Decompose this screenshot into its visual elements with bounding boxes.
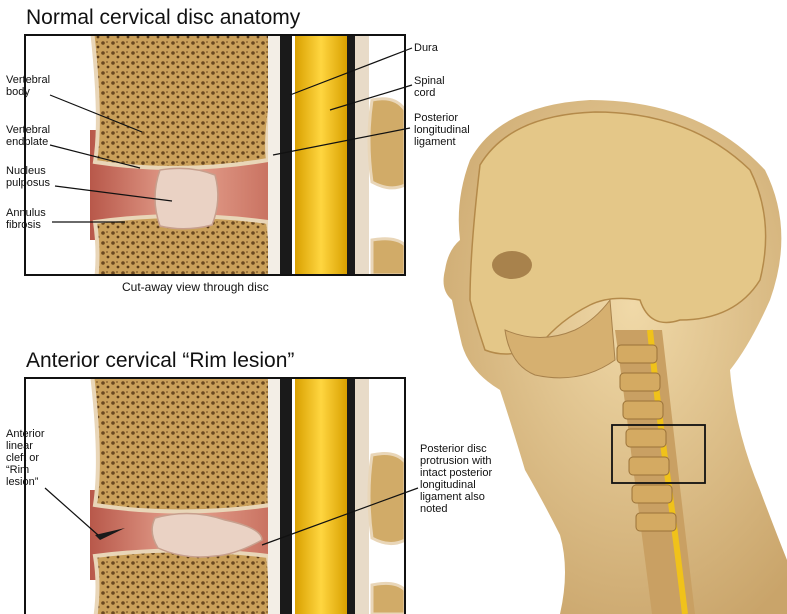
label-posterior-longitudinal-ligament: Posterior longitudinal ligament [414, 112, 470, 148]
bottom-panel-title: Anterior cervical “Rim lesion” [26, 349, 294, 373]
label-nucleus-pulposus: Nucleus pulposus [6, 165, 50, 189]
label-dura: Dura [414, 42, 438, 54]
dura [280, 35, 292, 275]
label-vertebral-body: Vertebral body [6, 74, 50, 98]
label-vertebral-endplate: Vertebral endplate [6, 124, 50, 148]
rim-lesion-panel [25, 374, 405, 614]
label-posterior-disc-protrusion: Posterior disc protrusion with intact po… [420, 443, 492, 515]
nucleus-pulposus [155, 168, 218, 228]
label-spinal-cord: Spinal cord [414, 75, 445, 99]
upper-vertebral-body [92, 30, 276, 168]
top-panel-title: Normal cervical disc anatomy [26, 6, 300, 30]
head-neck-illustration [444, 100, 787, 614]
lower-vertebral-body-lesion [95, 551, 271, 614]
top-panel-caption: Cut-away view through disc [122, 280, 269, 294]
spinal-cord-lesion [295, 378, 347, 614]
upper-vertebral-body-lesion [92, 374, 276, 512]
label-rim-lesion: Anterior linear cleft or “Rim lesion” [6, 428, 45, 488]
normal-disc-panel [25, 30, 405, 290]
label-annulus-fibrosis: Annulus fibrosis [6, 207, 46, 231]
spinal-cord [295, 35, 347, 275]
posterior-element [369, 99, 405, 188]
eye-socket [492, 251, 532, 279]
